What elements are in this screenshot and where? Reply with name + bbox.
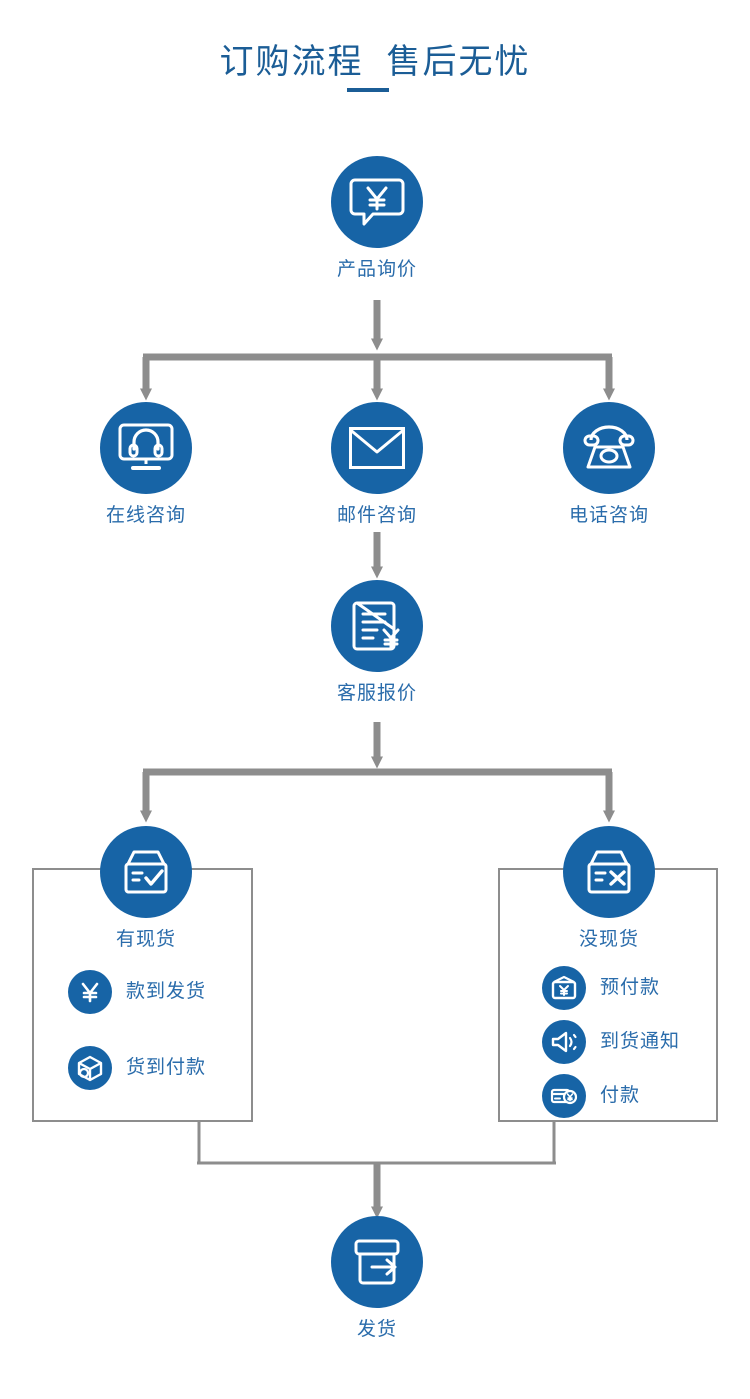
node-no-stock[interactable]: 没现货 [549,826,669,952]
online-consult-label: 在线咨询 [105,505,186,526]
no-stock-option-2-label: 付款 [600,1085,641,1106]
email-consult-circle [331,402,423,494]
node-phone-consult[interactable]: 电话咨询 [549,402,669,528]
megaphone-icon [542,1020,586,1064]
box-arrow-out-icon [350,1237,404,1287]
online-consult-circle [100,402,192,494]
yen-icon [68,970,112,1014]
node-email-consult[interactable]: 邮件咨询 [317,402,437,528]
email-consult-label: 邮件咨询 [336,505,417,526]
invoice-yen-icon [350,599,404,653]
node-online-consult[interactable]: 在线咨询 [86,402,206,528]
phone-consult-circle [563,402,655,494]
shipment-circle [331,1216,423,1308]
node-product-inquiry[interactable]: 产品询价 [317,156,437,282]
node-shipment[interactable]: 发货 [317,1216,437,1342]
card-yen-icon [542,1074,586,1118]
product-inquiry-label: 产品询价 [336,259,417,280]
in-stock-option-1-label: 货到付款 [126,1057,207,1078]
no-stock-option-1[interactable]: 到货通知 [542,1020,680,1064]
service-quote-circle [331,580,423,672]
page-title-text: 订购流程 售后无忧 [219,43,531,81]
no-stock-label: 没现货 [578,929,639,950]
telephone-icon [579,423,639,473]
connector-merge-to-shipment [197,1122,556,1219]
in-stock-option-0[interactable]: 款到发货 [68,970,206,1014]
in-stock-circle [100,826,192,918]
no-stock-option-2[interactable]: 付款 [542,1074,640,1118]
envelope-icon [348,426,406,470]
speech-bubble-yen-icon [349,176,405,228]
no-stock-circle [563,826,655,918]
title-underline-rule [347,88,389,92]
wallet-yen-icon [542,966,586,1010]
page-title: 订购流程 售后无忧 [0,40,750,84]
no-stock-option-1-label: 到货通知 [600,1031,681,1052]
product-inquiry-circle [331,156,423,248]
in-stock-option-1[interactable]: 货到付款 [68,1046,206,1090]
phone-consult-label: 电话咨询 [568,505,649,526]
monitor-headset-icon [117,422,175,474]
connector-split2-bus [140,768,615,823]
parcel-3d-icon [68,1046,112,1090]
in-stock-option-0-label: 款到发货 [126,981,207,1002]
box-check-icon [119,848,173,896]
in-stock-label: 有现货 [115,929,176,950]
no-stock-option-0-label: 预付款 [600,977,661,998]
box-x-icon [582,848,636,896]
shipment-label: 发货 [356,1319,397,1340]
no-stock-option-0[interactable]: 预付款 [542,966,660,1010]
connector-split1-bus [140,353,615,401]
node-service-quote[interactable]: 客服报价 [317,580,437,706]
service-quote-label: 客服报价 [336,683,417,704]
node-in-stock[interactable]: 有现货 [86,826,206,952]
